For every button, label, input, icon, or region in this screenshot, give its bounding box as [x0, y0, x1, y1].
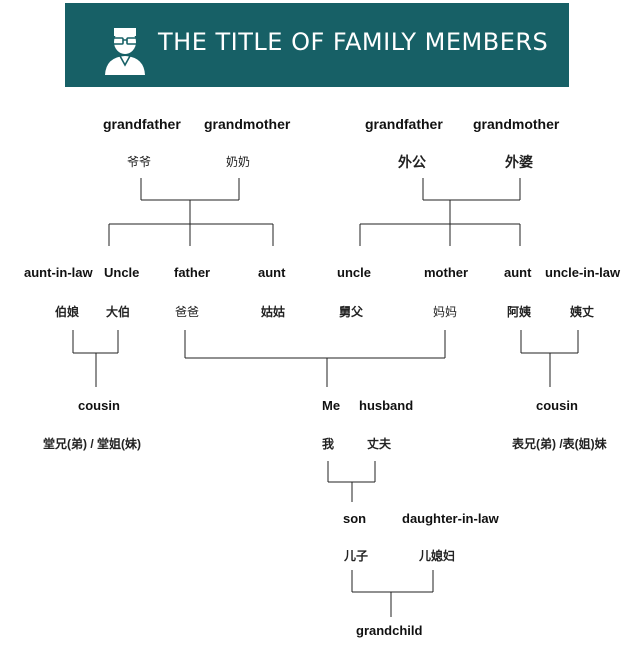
- maternal-grandmother-label: grandmother: [473, 116, 560, 132]
- husband-label: husband: [359, 398, 414, 413]
- me-label: Me: [322, 398, 341, 413]
- mother-chinese: 妈妈: [433, 305, 458, 319]
- header-banner: [65, 3, 569, 87]
- aunt-in-law-chinese: 伯娘: [55, 305, 80, 319]
- son-label: son: [343, 511, 367, 526]
- maternal-uncle-chinese: 舅父: [339, 305, 364, 319]
- paternal-cousin-chinese: 堂兄(弟) / 堂姐(妹): [43, 437, 141, 451]
- me-chinese: 我: [322, 437, 335, 451]
- grandchild-label: grandchild: [356, 623, 423, 638]
- son-chinese: 儿子: [344, 549, 369, 563]
- uncle-label: Uncle: [104, 265, 140, 280]
- maternal-aunt-chinese: 阿姨: [507, 305, 532, 319]
- father-label: father: [174, 265, 211, 280]
- paternal-aunt-chinese: 姑姑: [261, 305, 286, 319]
- maternal-cousin-label: cousin: [536, 398, 578, 413]
- paternal-cousin-label: cousin: [78, 398, 120, 413]
- uncle-chinese: 大伯: [106, 305, 131, 319]
- maternal-uncle-label: uncle: [337, 265, 371, 280]
- mother-label: mother: [424, 265, 469, 280]
- uncle-in-law-label: uncle-in-law: [545, 265, 621, 280]
- husband-chinese: 丈夫: [367, 437, 392, 451]
- person-avatar-icon: [105, 28, 145, 75]
- uncle-in-law-chinese: 姨丈: [570, 305, 595, 319]
- paternal-aunt-label: aunt: [258, 265, 286, 280]
- maternal-aunt-label: aunt: [504, 265, 532, 280]
- daughter-in-law-chinese: 儿媳妇: [419, 549, 456, 563]
- paternal-grandmother-label: grandmother: [204, 116, 291, 132]
- father-chinese: 爸爸: [175, 305, 200, 319]
- maternal-grandfather-label: grandfather: [365, 116, 443, 132]
- page-title: THE TITLE OF FAMILY MEMBERS: [158, 28, 549, 56]
- paternal-grandmother-chinese: 奶奶: [226, 155, 251, 169]
- paternal-grandfather-chinese: 爷爷: [127, 155, 152, 169]
- daughter-in-law-label: daughter-in-law: [402, 511, 499, 526]
- maternal-grandfather-chinese: 外公: [398, 154, 426, 170]
- paternal-grandfather-label: grandfather: [103, 116, 181, 132]
- maternal-cousin-chinese: 表兄(弟) /表(姐)妹: [512, 437, 607, 451]
- aunt-in-law-label: aunt-in-law: [24, 265, 93, 280]
- maternal-grandmother-chinese: 外婆: [505, 154, 533, 170]
